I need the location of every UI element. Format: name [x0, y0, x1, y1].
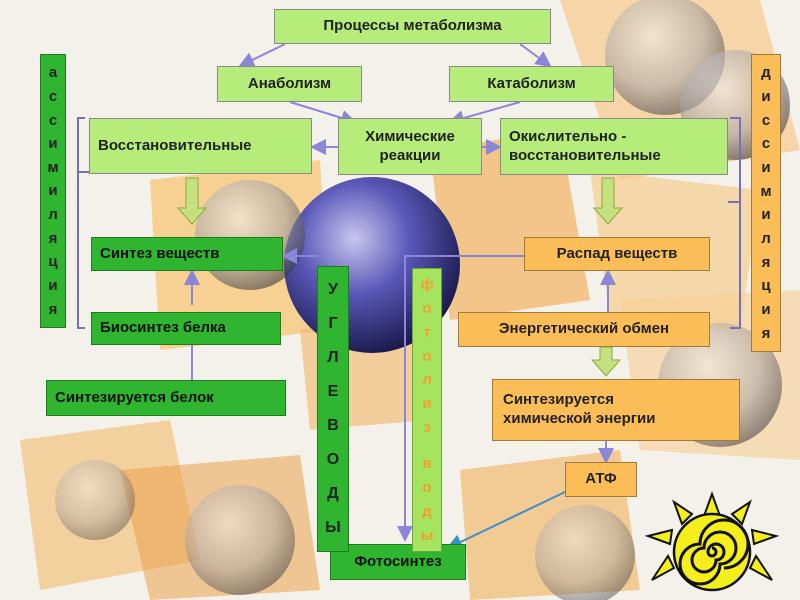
- vertical-letter: В: [327, 417, 339, 434]
- vertical-letter: а: [48, 64, 58, 82]
- substance-decay-box: Распад веществ: [524, 237, 710, 271]
- vertical-letter: о: [422, 300, 432, 318]
- vertical-letter: с: [761, 111, 771, 129]
- vertical-letter: о: [422, 347, 432, 365]
- substance-synthesis-box: Синтез веществ: [91, 237, 283, 271]
- atp-label: АТФ: [585, 470, 617, 488]
- vertical-letter: з: [423, 418, 431, 436]
- vertical-letter: и: [761, 158, 771, 176]
- vertical-letter: л: [761, 229, 771, 247]
- vertical-letter: д: [422, 502, 432, 520]
- vertical-letter: с: [48, 111, 58, 129]
- chemical-reactions-box: Химические реакции: [338, 118, 482, 175]
- redox-box: Окислительно - восстановительные: [500, 118, 728, 175]
- vertical-letter: и: [48, 276, 58, 294]
- energy-exchange-box: Энергетический обмен: [458, 312, 710, 347]
- vertical-letter: я: [48, 229, 58, 247]
- chemical-energy-box: Синтезируется химической энергии: [492, 379, 740, 441]
- vertical-letter: д: [761, 64, 771, 82]
- vertical-letter: ф: [420, 276, 434, 294]
- redox-label: Окислительно - восстановительные: [509, 127, 661, 164]
- vertical-letter: и: [422, 395, 432, 413]
- vertical-letter: я: [761, 253, 771, 271]
- catabolism-box: Катаболизм: [449, 66, 614, 102]
- vertical-letter: ц: [48, 253, 58, 271]
- anabolism-box: Анаболизм: [217, 66, 362, 102]
- vertical-letter: У: [328, 281, 338, 298]
- vertical-letter: ы: [420, 526, 434, 544]
- vertical-letter: л: [422, 371, 432, 389]
- metabolism-processes-box: Процессы метаболизма: [274, 9, 551, 44]
- vertical-letter: О: [326, 451, 340, 468]
- vertical-letter: и: [761, 300, 771, 318]
- substance-synthesis-label: Синтез веществ: [100, 244, 220, 262]
- chemical-energy-label: Синтезируется химической энергии: [503, 391, 656, 427]
- vertical-letter: м: [47, 158, 59, 176]
- vertical-letter: и: [48, 135, 58, 153]
- vertical-letter: я: [48, 300, 58, 318]
- vertical-letter: и: [48, 182, 58, 200]
- vertical-letter: Е: [327, 383, 339, 400]
- photosynthesis-label: Фотосинтез: [354, 552, 442, 570]
- reductive-label: Восстановительные: [98, 136, 252, 154]
- vertical-letter: т: [423, 323, 431, 341]
- reductive-box: Восстановительные: [89, 118, 312, 174]
- protein-synthesized-label: Синтезируется белок: [55, 388, 214, 406]
- protein-biosynthesis-label: Биосинтез белка: [100, 319, 226, 337]
- vertical-letter: Ы: [325, 519, 341, 536]
- atp-box: АТФ: [565, 462, 637, 497]
- energy-exchange-label: Энергетический обмен: [498, 320, 670, 338]
- vertical-letter: и: [761, 87, 771, 105]
- vertical-letter: л: [48, 206, 58, 224]
- chemical-reactions-label: Химические реакции: [365, 127, 455, 164]
- catabolism-label: Катаболизм: [487, 74, 576, 92]
- vertical-letter: ц: [761, 277, 771, 295]
- anabolism-label: Анаболизм: [247, 74, 332, 92]
- vertical-letter: о: [422, 479, 432, 497]
- vertical-letter: с: [761, 135, 771, 153]
- vertical-letter: я: [761, 324, 771, 342]
- vertical-letter: с: [48, 87, 58, 105]
- vertical-letter: в: [422, 455, 432, 473]
- protein-synthesized-box: Синтезируется белок: [46, 380, 286, 416]
- vertical-letter: м: [760, 182, 772, 200]
- vertical-letter: Г: [328, 315, 338, 332]
- metabolism-processes-label: Процессы метаболизма: [323, 17, 502, 35]
- sun-icon: [644, 491, 780, 592]
- substance-decay-label: Распад веществ: [556, 244, 678, 262]
- vertical-letter: и: [761, 206, 771, 224]
- photosynthesis-box: Фотосинтез: [330, 544, 466, 580]
- protein-biosynthesis-box: Биосинтез белка: [91, 312, 281, 345]
- vertical-letter: Д: [327, 485, 339, 502]
- vertical-letter: Л: [327, 349, 339, 366]
